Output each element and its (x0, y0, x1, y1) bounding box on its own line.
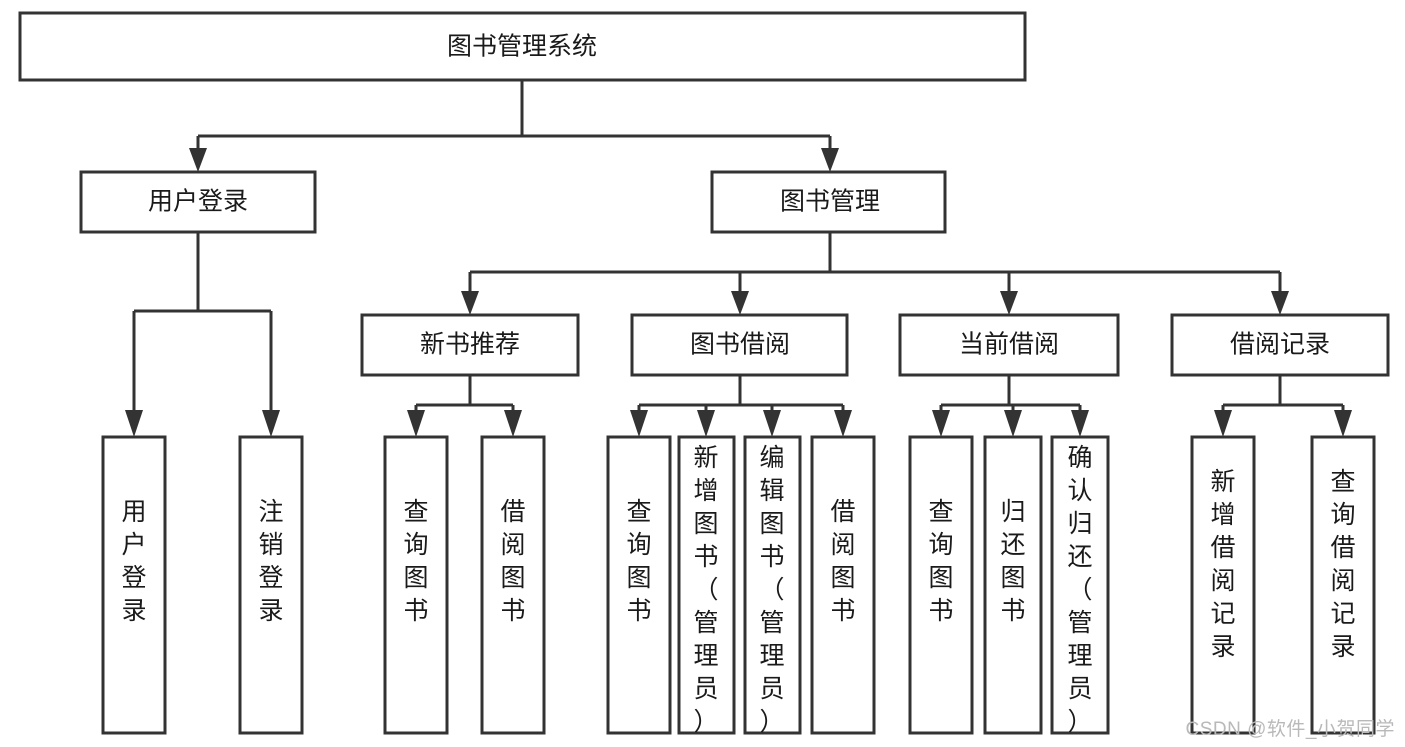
node-user-login[interactable]: 用户登录 (79, 170, 317, 234)
connector-current-borrow-branch (939, 375, 1082, 415)
node-book-management[interactable]: 图书管理 (710, 170, 947, 234)
leaf-add-borrow-record-label: 新增借阅记录 (1210, 468, 1235, 661)
arrow-head-leaf-query-book-2 (630, 410, 648, 437)
node-new-book-recommendation-label: 新书推荐 (420, 331, 520, 359)
leaf-confirm-return-admin[interactable]: 确认归还（管理员） (1050, 435, 1110, 736)
node-book-borrowing[interactable]: 图书借阅 (630, 313, 849, 377)
leaf-add-book-admin-box (677, 435, 736, 735)
leaf-logout-box (238, 435, 304, 735)
arrow-head-new-book-rec (461, 291, 479, 315)
connector-root-trunk (196, 80, 832, 156)
node-root-system[interactable]: 图书管理系统 (18, 11, 1027, 82)
node-book-borrowing-label: 图书借阅 (690, 331, 790, 359)
leaf-add-book-admin[interactable]: 新增图书（管理员） (677, 435, 736, 736)
leaf-borrow-book-borrow[interactable]: 借阅图书 (810, 435, 876, 735)
leaf-borrow-book-rec[interactable]: 借阅图书 (480, 435, 546, 735)
leaf-query-book-current-box (908, 435, 974, 735)
leaf-add-borrow-record-box (1190, 435, 1256, 735)
arrow-head-book-manage (821, 148, 839, 172)
leaf-return-book-box (983, 435, 1043, 735)
leaf-query-borrow-record[interactable]: 查询借阅记录 (1310, 435, 1376, 735)
node-book-borrowing-box (630, 313, 849, 377)
node-borrowing-record-box (1170, 313, 1390, 377)
connector-user-login-branch (132, 232, 273, 415)
node-borrowing-record[interactable]: 借阅记录 (1170, 313, 1390, 377)
leaf-borrow-book-borrow-box (810, 435, 876, 735)
arrow-head-borrow-record (1271, 291, 1289, 315)
leaf-edit-book-admin[interactable]: 编辑图书（管理员） (743, 435, 802, 736)
leaf-query-book-rec[interactable]: 查询图书 (383, 435, 449, 735)
connector-book-manage-branch (468, 232, 1282, 295)
arrow-head-leaf-add-record (1214, 410, 1232, 437)
node-borrowing-record-label: 借阅记录 (1230, 331, 1330, 359)
leaf-query-book-current[interactable]: 查询图书 (908, 435, 974, 735)
node-book-management-box (710, 170, 947, 234)
leaf-user-login-label: 用户登录 (121, 498, 146, 625)
arrow-head-leaf-borrow-book-2 (834, 410, 852, 437)
node-current-borrowing[interactable]: 当前借阅 (898, 313, 1120, 377)
arrow-head-leaf-confirm-return (1071, 410, 1089, 437)
node-new-book-recommendation-box (360, 313, 580, 377)
node-root-system-label: 图书管理系统 (447, 33, 597, 61)
arrow-head-leaf-logout (262, 410, 280, 437)
arrow-head-user-login (189, 148, 207, 172)
leaf-query-book-borrow-box (606, 435, 672, 735)
leaf-query-book-current-label: 查询图书 (928, 498, 953, 625)
arrow-head-leaf-query-record (1334, 410, 1352, 437)
arrow-head-current-borrow (1000, 291, 1018, 315)
leaf-query-book-borrow[interactable]: 查询图书 (606, 435, 672, 735)
node-new-book-recommendation[interactable]: 新书推荐 (360, 313, 580, 377)
leaf-query-borrow-record-label: 查询借阅记录 (1330, 468, 1355, 661)
connector-layer (125, 80, 1352, 437)
node-root-system-box (18, 11, 1027, 82)
leaf-edit-book-admin-box (743, 435, 802, 735)
node-current-borrowing-label: 当前借阅 (959, 331, 1059, 359)
arrow-head-leaf-user-login (125, 410, 143, 437)
leaf-user-login-box (101, 435, 167, 735)
leaf-confirm-return-admin-label: 确认归还（管理员） (1067, 444, 1092, 736)
node-current-borrowing-box (898, 313, 1120, 377)
leaf-borrow-book-rec-label: 借阅图书 (500, 498, 525, 625)
leaf-user-login[interactable]: 用户登录 (101, 435, 167, 735)
leaf-query-book-borrow-label: 查询图书 (626, 498, 651, 625)
node-user-login-box (79, 170, 317, 234)
leaf-add-borrow-record[interactable]: 新增借阅记录 (1190, 435, 1256, 735)
arrow-head-leaf-edit-book (763, 410, 781, 437)
node-user-login-label: 用户登录 (148, 188, 248, 216)
leaf-add-book-admin-label: 新增图书（管理员） (693, 444, 718, 736)
leaf-query-book-rec-box (383, 435, 449, 735)
leaf-logout[interactable]: 注销登录 (238, 435, 304, 735)
connector-book-borrow-branch (637, 375, 845, 415)
arrow-head-leaf-add-book (697, 410, 715, 437)
arrow-head-leaf-borrow-book-1 (504, 410, 522, 437)
leaf-query-book-rec-label: 查询图书 (403, 498, 428, 625)
arrow-head-leaf-query-book-1 (407, 410, 425, 437)
arrow-head-leaf-query-book-3 (932, 410, 950, 437)
leaf-edit-book-admin-label: 编辑图书（管理员） (759, 444, 784, 736)
leaf-borrow-book-rec-box (480, 435, 546, 735)
connector-new-book-rec-branch (414, 375, 515, 415)
leaf-return-book-label: 归还图书 (1000, 498, 1025, 625)
leaf-query-borrow-record-box (1310, 435, 1376, 735)
arrow-head-book-borrow (731, 291, 749, 315)
arrow-head-leaf-return-book (1004, 410, 1022, 437)
leaf-confirm-return-admin-box (1050, 435, 1110, 735)
leaf-borrow-book-borrow-label: 借阅图书 (830, 498, 855, 625)
csdn-watermark: CSDN @软件_小贺同学 (1185, 719, 1395, 740)
leaf-logout-label: 注销登录 (258, 498, 283, 625)
connector-borrow-record-branch (1221, 375, 1345, 415)
node-book-management-label: 图书管理 (780, 188, 880, 216)
leaf-return-book[interactable]: 归还图书 (983, 435, 1043, 735)
